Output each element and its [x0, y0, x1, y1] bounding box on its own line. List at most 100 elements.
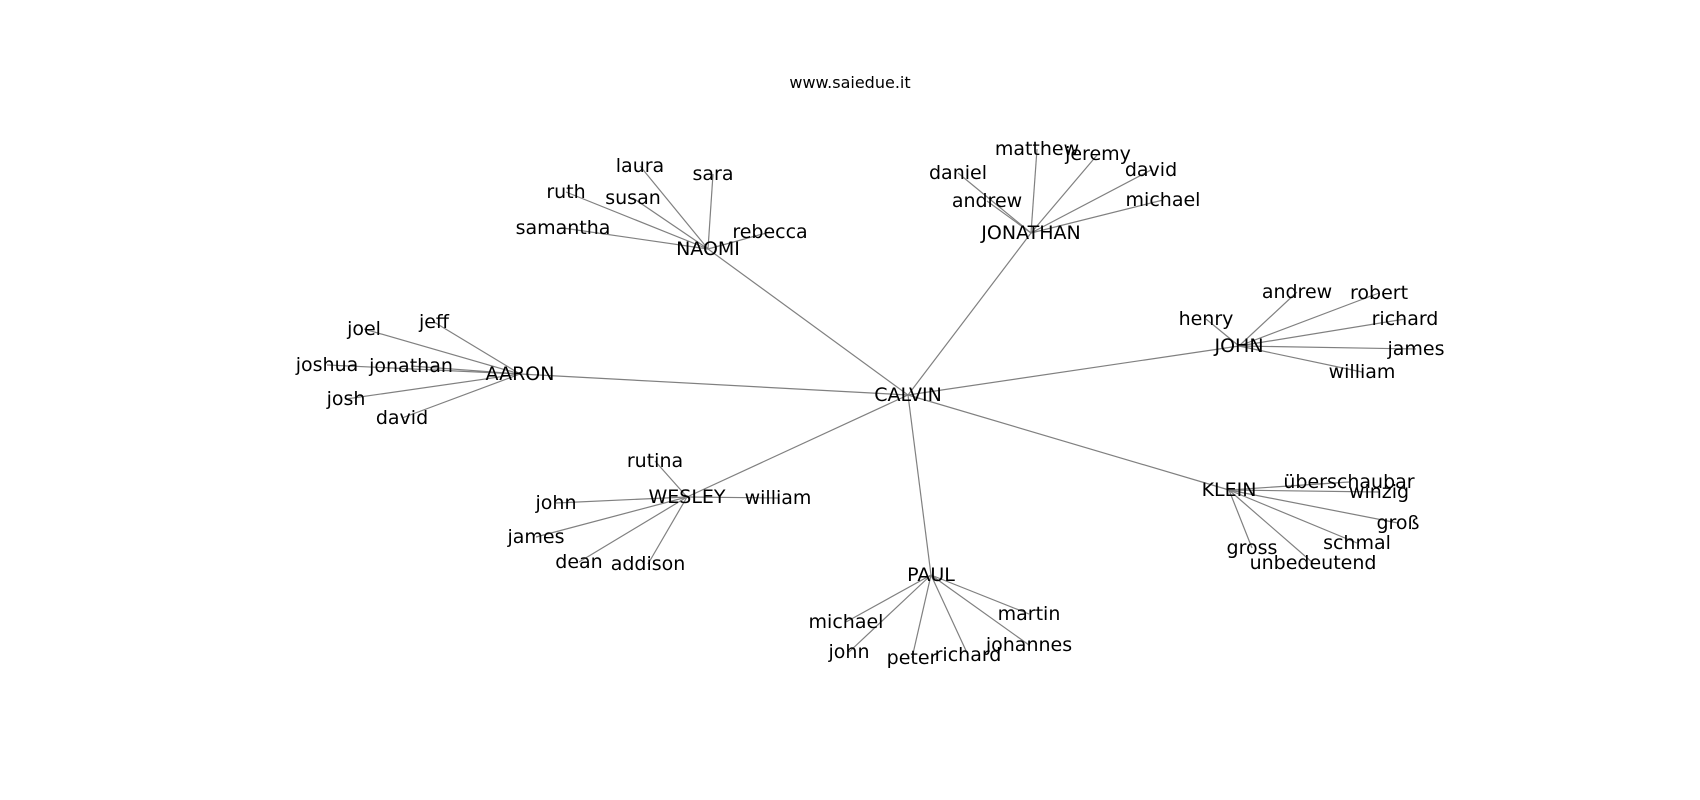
edge-john-leaf: [1238, 318, 1406, 347]
edge-jonathan-leaf: [1030, 199, 1164, 234]
edge-naomi-leaf: [639, 165, 709, 250]
leaf-node-label: daniel: [929, 162, 987, 184]
leaf-node-label: martin: [998, 603, 1061, 625]
leaf-node-label: rebecca: [732, 221, 807, 243]
edge-jonathan-leaf: [986, 200, 1032, 234]
leaf-node-label: henry: [1179, 308, 1234, 330]
leaf-node-label: richard: [935, 644, 1002, 666]
hub-node-label-paul: PAUL: [907, 564, 955, 586]
leaf-node-label: winzig: [1349, 481, 1409, 503]
edge-aaron-leaf: [345, 373, 521, 400]
leaf-node-label: andrew: [1262, 281, 1332, 303]
edge-root-klein: [907, 394, 1230, 491]
leaf-node-label: john: [828, 641, 870, 663]
leaf-node-label: schmal: [1323, 532, 1391, 554]
hub-node-label-john: JOHN: [1213, 335, 1263, 357]
edge-wesley-leaf: [535, 496, 688, 538]
edge-wesley-leaf: [647, 496, 688, 565]
root-node-label: CALVIN: [874, 384, 942, 406]
leaf-node-label: susan: [605, 187, 661, 209]
edge-paul-leaf: [845, 574, 932, 623]
leaf-node-label: josh: [326, 388, 366, 410]
leaf-node-label: david: [376, 407, 428, 429]
leaf-node-label: john: [535, 492, 577, 514]
hub-node-label-wesley: WESLEY: [648, 486, 725, 508]
leaf-node-label: jeremy: [1064, 143, 1131, 165]
edge-wesley-leaf: [578, 496, 688, 563]
edge-jonathan-leaf: [1030, 148, 1038, 234]
edge-john-leaf: [1238, 291, 1298, 347]
hub-node-label-klein: KLEIN: [1202, 479, 1257, 501]
edge-naomi-leaf: [707, 231, 771, 250]
leaf-node-label: andrew: [952, 190, 1022, 212]
leaf-node-label: david: [1125, 159, 1177, 181]
leaf-node-label: richard: [1372, 308, 1439, 330]
leaf-node-label: james: [1386, 338, 1444, 360]
site-caption: www.saiedue.it: [789, 73, 910, 92]
edge-naomi-leaf: [707, 173, 714, 250]
edge-john-leaf: [1205, 318, 1240, 347]
edge-klein-leaf: [1228, 489, 1380, 493]
edge-paul-leaf: [930, 574, 969, 656]
edges-layer: [326, 148, 1417, 659]
edge-jonathan-leaf: [1030, 153, 1099, 234]
edge-naomi-leaf: [632, 197, 709, 250]
edge-aaron-leaf: [363, 328, 521, 375]
edge-paul-leaf: [848, 574, 932, 653]
leaf-node-label: michael: [809, 611, 884, 633]
hub-node-label-jonathan: JONATHAN: [980, 222, 1080, 244]
edge-root-jonathan: [907, 232, 1032, 396]
leaf-node-label: matthew: [995, 138, 1079, 160]
edge-root-naomi: [707, 248, 909, 396]
leaf-node-label: joshua: [295, 354, 359, 376]
edge-wesley-leaf: [654, 460, 688, 498]
leaf-node-label: addison: [611, 553, 686, 575]
leaf-node-label: jonathan: [368, 355, 453, 377]
edge-wesley-leaf: [555, 496, 688, 504]
edge-paul-leaf: [930, 574, 1030, 646]
leaf-node-label: rutina: [627, 450, 683, 472]
edge-klein-leaf: [1228, 489, 1314, 564]
edge-klein-leaf: [1228, 489, 1399, 524]
leaf-node-label: james: [506, 526, 564, 548]
edge-aaron-leaf: [410, 365, 521, 375]
leaf-node-label: sara: [693, 163, 734, 185]
edge-paul-leaf: [930, 574, 1030, 615]
leaf-node-label: joel: [346, 318, 381, 340]
edge-paul-leaf: [911, 574, 932, 659]
edge-naomi-leaf: [562, 227, 709, 250]
edge-jonathan-leaf: [1030, 169, 1152, 234]
leaf-node-label: william: [1329, 361, 1396, 383]
leaf-node-label: ruth: [546, 181, 585, 203]
edge-john-leaf: [1238, 345, 1363, 373]
edge-aaron-leaf: [401, 373, 521, 419]
leaf-node-label: überschaubar: [1283, 471, 1414, 493]
leaf-node-label: michael: [1126, 189, 1201, 211]
edge-jonathan-leaf: [957, 172, 1032, 234]
edge-root-wesley: [686, 394, 909, 498]
edge-klein-leaf: [1228, 481, 1350, 491]
edge-klein-leaf: [1228, 489, 1358, 544]
leaf-node-label: william: [745, 487, 812, 509]
leaf-node-label: samantha: [516, 217, 611, 239]
edge-john-leaf: [1238, 292, 1380, 347]
leaf-node-label: jeff: [418, 311, 450, 333]
hub-node-label-naomi: NAOMI: [676, 238, 740, 260]
leaf-node-label: laura: [616, 155, 664, 177]
edge-wesley-leaf: [686, 496, 779, 499]
hub-node-label-aaron: AARON: [486, 363, 555, 385]
edge-root-john: [907, 345, 1240, 396]
leaf-node-label: peter: [887, 647, 938, 669]
edge-klein-leaf: [1228, 489, 1253, 549]
leaf-node-label: gross: [1227, 537, 1278, 559]
edge-john-leaf: [1238, 345, 1417, 350]
leaf-node-label: dean: [555, 551, 602, 573]
edge-root-paul: [907, 394, 932, 576]
leaf-node-label: groß: [1376, 512, 1419, 534]
edge-root-aaron: [519, 373, 909, 396]
edge-naomi-leaf: [565, 191, 709, 250]
leaf-node-label: johannes: [985, 634, 1072, 656]
leaf-node-label: unbedeutend: [1250, 552, 1377, 574]
leaf-node-label: robert: [1350, 282, 1408, 304]
